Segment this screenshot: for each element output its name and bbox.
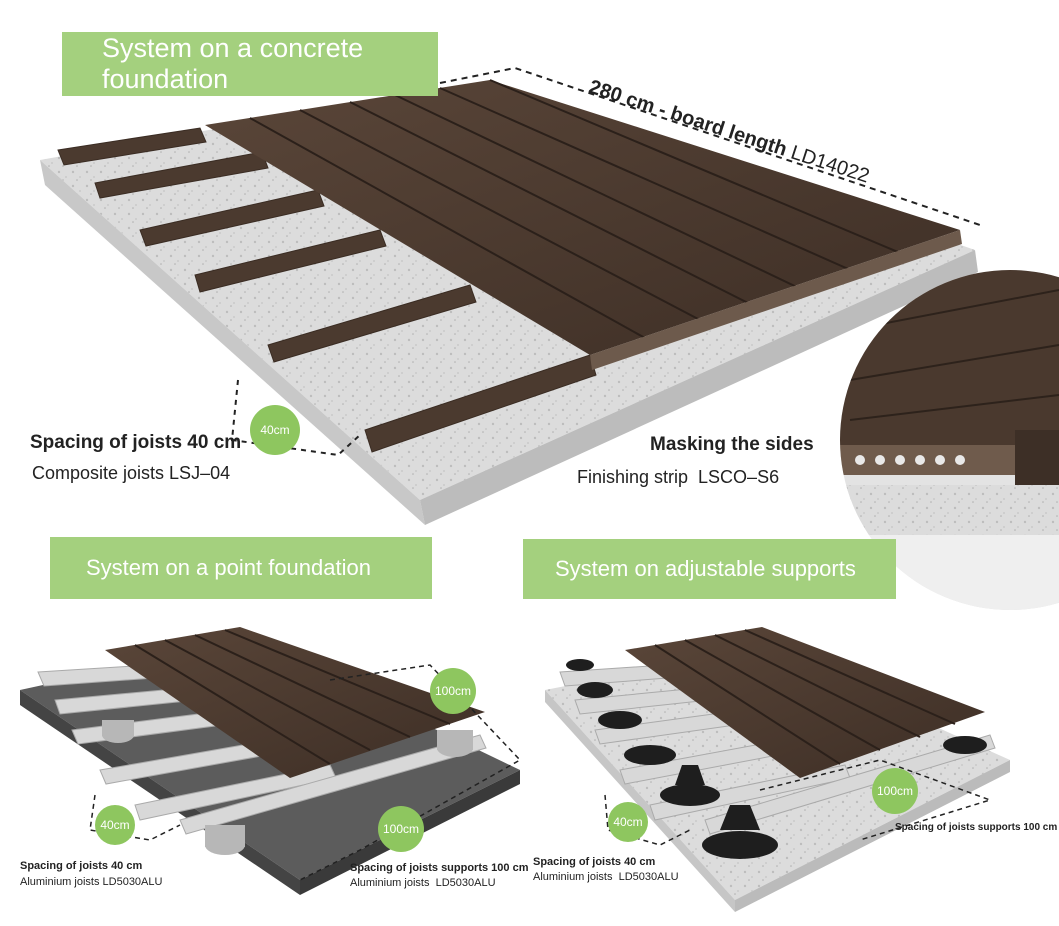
point-spacing-title: Spacing of joists 40 cm — [20, 860, 143, 872]
composite-joists-label: Composite joists LSJ–04 — [32, 463, 231, 483]
concrete-banner-text: System on a concrete foundation — [102, 33, 364, 94]
concrete-foundation-banner: System on a concrete foundation — [62, 32, 438, 96]
adjustable-badge-40-text: 40cm — [613, 815, 643, 829]
point-badge-40: 40cm — [95, 805, 135, 845]
point-badge-100-bottom-text: 100cm — [382, 822, 420, 836]
adjustable-badge-40: 40cm — [608, 802, 648, 842]
deck-boards-top — [205, 79, 962, 370]
adjustable-supports-title: Spacing of joists supports 100 cm — [895, 822, 1058, 833]
point-banner-text: System on a point foundation — [86, 555, 371, 580]
spacing-badge-40-top: 40cm — [250, 405, 300, 455]
point-foundation-banner: System on a point foundation — [50, 537, 432, 599]
point-foundation-illustration — [20, 627, 522, 895]
adjustable-badge-100-text: 100cm — [876, 784, 914, 798]
board-length-dimension — [439, 66, 981, 226]
adjustable-spacing-title: Spacing of joists 40 cm — [533, 856, 656, 868]
spacing-badge-40-top-text: 40cm — [260, 423, 290, 437]
adjustable-supports-illustration — [545, 627, 1010, 912]
point-joists-label: Aluminium joists LD5030ALU — [20, 876, 163, 888]
masking-sides-title: Masking the sides — [650, 434, 814, 455]
point-supports-title: Spacing of joists supports 100 cm — [350, 862, 529, 874]
point-badge-100-top: 100cm — [430, 668, 476, 714]
point-badge-40-text: 40cm — [100, 818, 130, 832]
composite-joists — [57, 127, 597, 453]
spacing-joists-title-top: Spacing of joists 40 cm — [30, 432, 242, 453]
finishing-strip-label: Finishing strip LSCO–S6 — [577, 467, 780, 487]
point-supports-joists: Aluminium joists LD5030ALU — [350, 877, 496, 889]
adjustable-joists-label: Aluminium joists LD5030ALU — [533, 871, 679, 883]
adjustable-supports-banner: System on adjustable supports — [523, 539, 896, 599]
point-badge-100-top-text: 100cm — [434, 684, 472, 698]
adjustable-banner-text: System on adjustable supports — [555, 556, 856, 581]
point-badge-100-bottom: 100cm — [378, 806, 424, 852]
adjustable-badge-100: 100cm — [872, 768, 918, 814]
